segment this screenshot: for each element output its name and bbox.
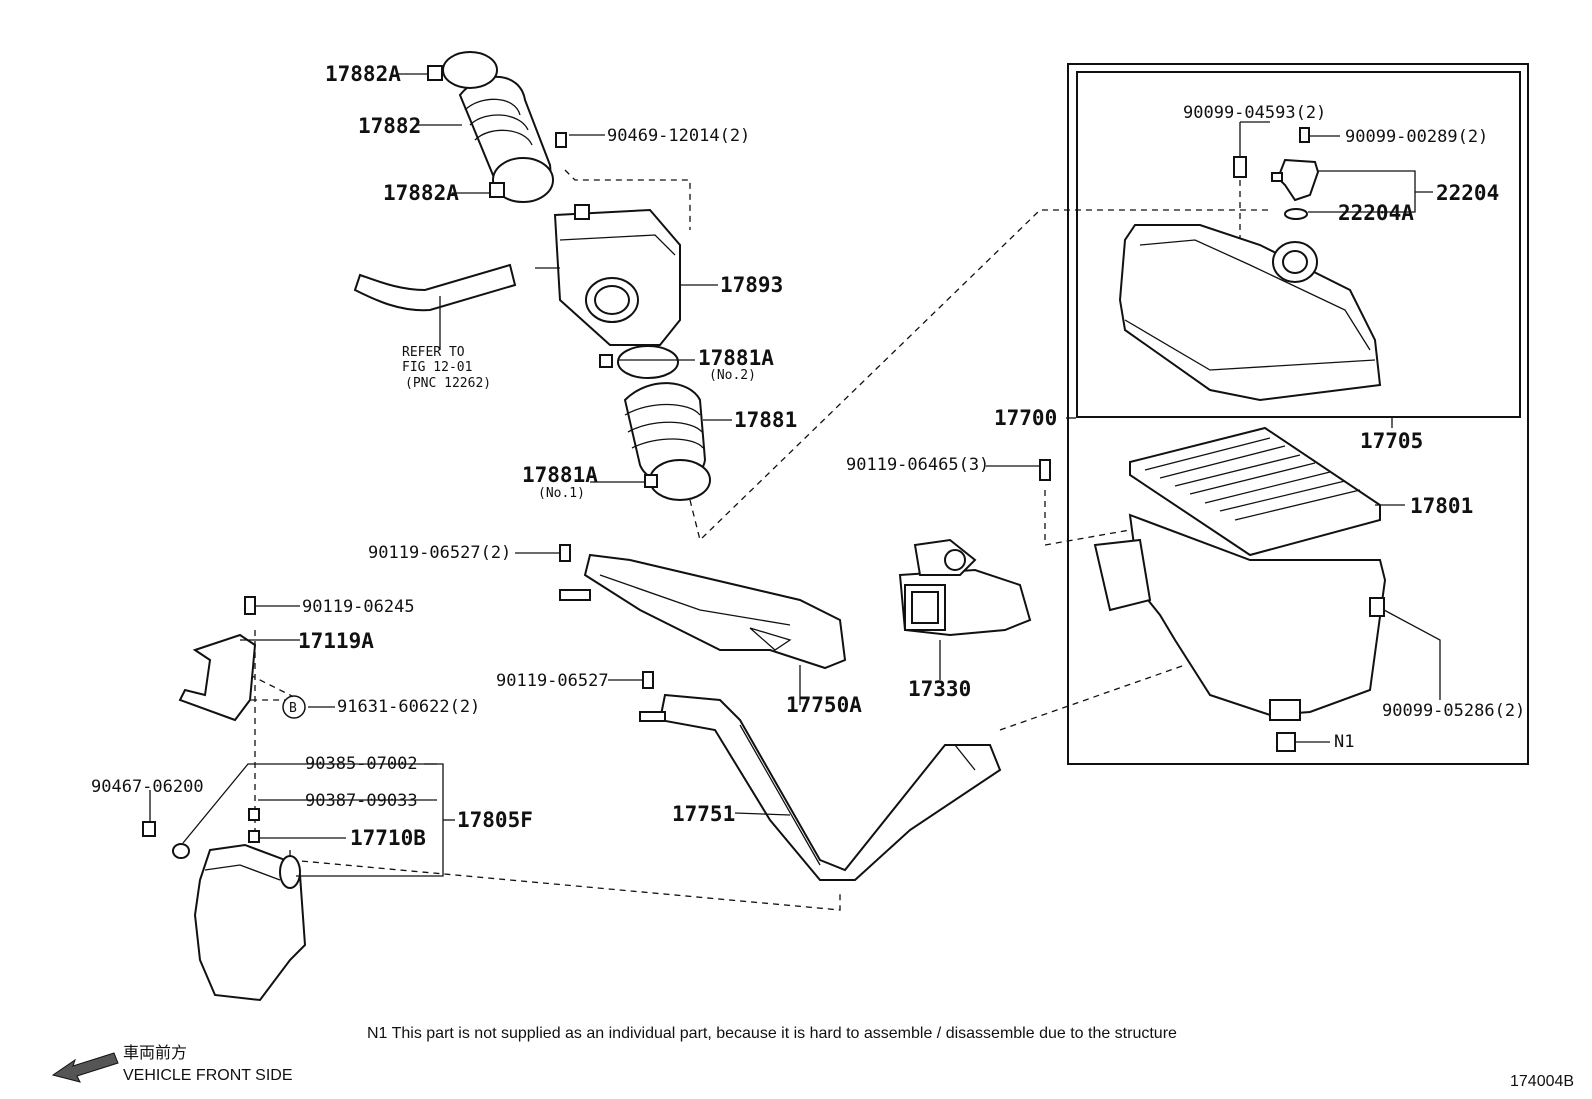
label-22204: 22204 <box>1436 181 1499 205</box>
pipe-17751 <box>639 693 1002 881</box>
label-90387-09033: 90387-09033 <box>305 791 418 811</box>
label-17750A: 17750A <box>786 693 862 717</box>
label-90119-06527-2: 90119-06527(2) <box>368 543 511 563</box>
label-17881: 17881 <box>734 408 797 432</box>
front-direction-arrow-icon <box>51 1052 119 1083</box>
label-N1: N1 <box>1334 732 1354 752</box>
bracket-17119A <box>178 633 257 722</box>
grommet-90387 <box>248 808 260 821</box>
bolt-90099-00289 <box>1299 127 1310 143</box>
grommet-N1 <box>1276 732 1296 752</box>
hose-17882 <box>427 51 554 203</box>
label-90119-06245: 90119-06245 <box>302 597 415 617</box>
air-cleaner-cap-17705 <box>1118 224 1382 402</box>
label-17119A: 17119A <box>298 629 374 653</box>
label-17805F: 17805F <box>457 808 533 832</box>
label-90119-06527: 90119-06527 <box>496 671 609 691</box>
bolt-90099-04593 <box>1233 156 1247 178</box>
label-17881A-top: 17881A <box>698 346 774 370</box>
grommet-17710B <box>248 830 260 843</box>
label-17893: 17893 <box>720 273 783 297</box>
label-17882: 17882 <box>358 114 421 138</box>
bolt-90119-06245 <box>244 596 256 615</box>
bolt-90119-06527-2 <box>559 544 571 562</box>
label-90099-04593: 90099-04593(2) <box>1183 103 1326 123</box>
label-91631-60622: 91631-60622(2) <box>337 697 480 717</box>
hose-17881 <box>599 345 711 501</box>
label-90119-06465: 90119-06465(3) <box>846 455 989 475</box>
guide-line <box>1044 490 1131 546</box>
resonator-tank <box>193 843 307 1002</box>
assembly-inner-frame <box>1076 71 1521 418</box>
sensor-22204 <box>1271 158 1320 202</box>
label-90099-05286: 90099-05286(2) <box>1382 701 1525 721</box>
guide-line <box>689 209 1270 542</box>
label-refer-to: REFER TO <box>402 345 465 360</box>
label-refer-fig: FIG 12-01 <box>402 360 472 375</box>
callout-B-text: B <box>289 701 297 716</box>
footnote: N1 This part is not supplied as an indiv… <box>367 1025 1177 1042</box>
clip-90467 <box>142 821 156 837</box>
reference-hose <box>353 263 517 312</box>
label-17881A-top-sub: (No.2) <box>709 368 756 383</box>
callout-circle-B <box>282 695 306 719</box>
air-flow-meter-17330 <box>898 538 1032 637</box>
label-90385-07002: 90385-07002 <box>305 754 418 774</box>
guide-line <box>289 850 841 911</box>
figure-id: 174004B <box>1510 1073 1574 1090</box>
label-17881A-bottom: 17881A <box>522 463 598 487</box>
label-22204A: 22204A <box>1338 201 1414 225</box>
label-17881A-bottom-sub: (No.1) <box>538 486 585 501</box>
bolt-90119-06527 <box>642 671 654 689</box>
label-17882A-bottom: 17882A <box>383 181 459 205</box>
label-90469-12014: 90469-12014(2) <box>607 126 750 146</box>
assembly-outer-frame <box>1067 63 1529 765</box>
direction-en: VEHICLE FRONT SIDE <box>123 1067 293 1084</box>
label-17882A-top: 17882A <box>325 62 401 86</box>
o-ring-22204A <box>1284 208 1308 220</box>
label-17700: 17700 <box>994 406 1057 430</box>
label-17751: 17751 <box>672 802 735 826</box>
bolt-90469 <box>555 132 567 148</box>
label-17710B: 17710B <box>350 826 426 850</box>
label-90467-06200: 90467-06200 <box>91 777 204 797</box>
guide-line <box>999 664 1186 731</box>
air-cleaner-case <box>1093 513 1387 721</box>
label-refer-pnc: (PNC 12262) <box>405 376 491 391</box>
grommet-90385 <box>172 843 190 859</box>
filter-element-17801 <box>1129 426 1381 557</box>
guide-line <box>564 169 691 230</box>
duct-17750A <box>559 553 847 670</box>
direction-jp: 車両前方 <box>123 1044 187 1062</box>
label-17705: 17705 <box>1360 429 1423 453</box>
resonator-17893 <box>535 204 681 346</box>
bolt-90119-06465 <box>1039 459 1051 481</box>
label-90099-00289: 90099-00289(2) <box>1345 127 1488 147</box>
label-17801: 17801 <box>1410 494 1473 518</box>
label-17330: 17330 <box>908 677 971 701</box>
